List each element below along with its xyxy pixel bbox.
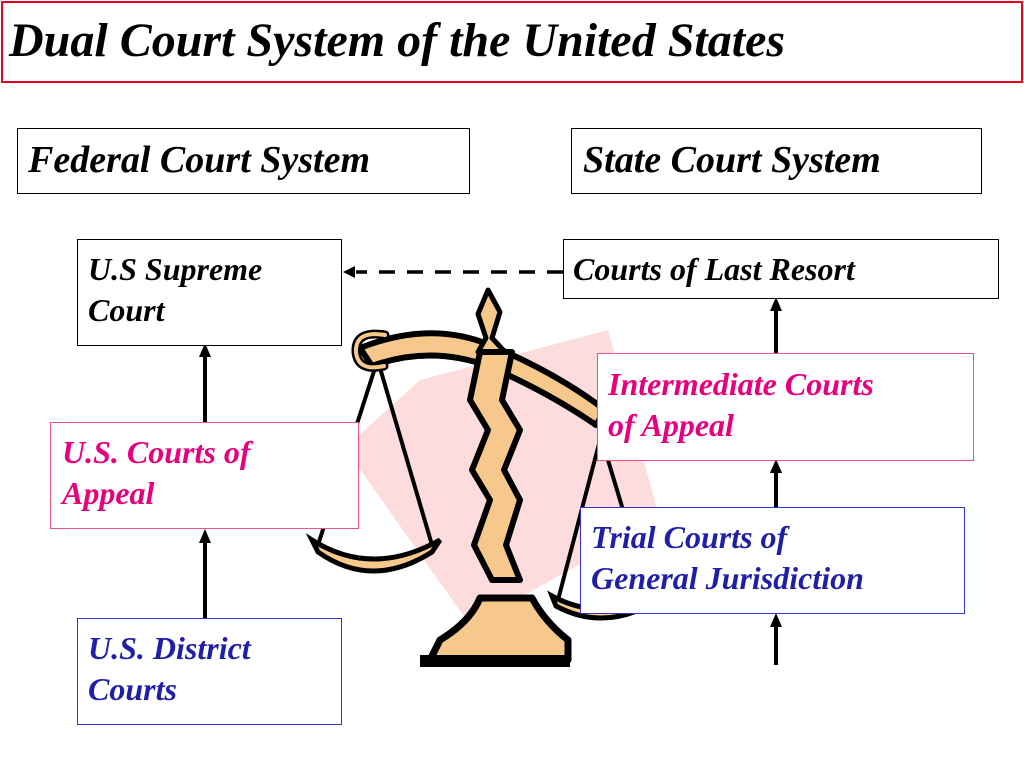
intermediate-courts-line1: Intermediate Courts: [608, 366, 874, 402]
us-supreme-court-box: U.S Supreme Court: [77, 239, 342, 346]
us-district-courts-box: U.S. District Courts: [77, 618, 342, 725]
federal-arrows: [199, 343, 211, 618]
us-supreme-court-line2: Court: [88, 291, 165, 328]
courts-of-last-resort-box: Courts of Last Resort: [563, 239, 999, 299]
trial-courts-box: Trial Courts of General Jurisdiction: [580, 507, 965, 614]
page-title: Dual Court System of the United States: [1, 1, 1023, 83]
page-title-text: Dual Court System of the United States: [9, 14, 786, 67]
us-courts-of-appeal-line2: Appeal: [62, 474, 155, 511]
us-district-courts-line2: Courts: [88, 670, 177, 707]
state-arrows: [770, 297, 782, 665]
us-supreme-court-line1: U.S Supreme: [88, 251, 263, 287]
intermediate-courts-line2: of Appeal: [608, 406, 734, 443]
trial-courts-line2: General Jurisdiction: [591, 559, 864, 596]
state-system-header-text: State Court System: [583, 139, 881, 181]
federal-system-header: Federal Court System: [17, 128, 470, 194]
us-courts-of-appeal-line1: U.S. Courts of: [62, 434, 251, 470]
us-district-courts-line1: U.S. District: [88, 630, 251, 666]
trial-courts-line1: Trial Courts of: [591, 519, 788, 555]
dashed-link-arrow: [343, 266, 563, 278]
scales-of-justice-icon: [305, 287, 660, 667]
intermediate-courts-box: Intermediate Courts of Appeal: [597, 353, 974, 461]
us-courts-of-appeal-box: U.S. Courts of Appeal: [50, 422, 359, 529]
federal-system-header-text: Federal Court System: [28, 139, 371, 181]
courts-of-last-resort-label: Courts of Last Resort: [573, 251, 855, 287]
state-system-header: State Court System: [571, 128, 982, 194]
